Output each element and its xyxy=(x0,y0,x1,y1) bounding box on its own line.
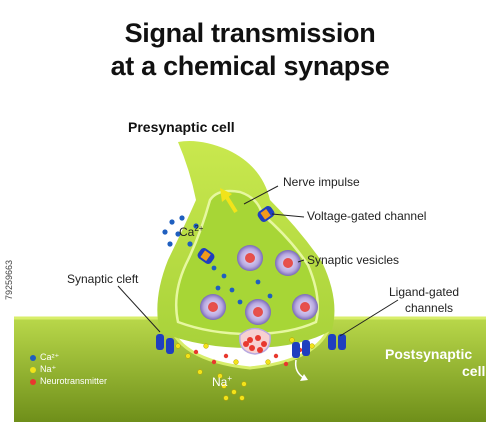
voltage-gated-channel-label: Voltage-gated channel xyxy=(307,209,427,223)
synaptic-vesicles xyxy=(200,245,318,325)
ca-ions-inside xyxy=(211,265,273,305)
postsynaptic-label-line1: Postsynaptic xyxy=(385,346,473,362)
nerve-impulse-arrowhead xyxy=(220,188,232,202)
diagram-title-line1: Signal transmission xyxy=(124,18,376,48)
postsynaptic-cell xyxy=(14,318,486,422)
legend-dot-ca xyxy=(30,354,36,361)
nerve-impulse-label: Nerve impulse xyxy=(283,175,360,189)
ca-ions-outside xyxy=(162,215,199,247)
ligand-gated-label-line1: Ligand-gated xyxy=(389,285,460,299)
leader-synaptic-vesicles xyxy=(297,259,305,263)
diagram-title-line2: at a chemical synapse xyxy=(110,51,390,81)
leader-voltage-gated xyxy=(271,213,305,218)
vesicle xyxy=(275,250,301,276)
leader-nerve-impulse xyxy=(243,185,279,205)
na-ions-postsynaptic xyxy=(221,381,247,401)
legend-dot-neurotransmitter xyxy=(30,378,36,385)
synaptic-cleft-label: Synaptic cleft xyxy=(67,272,139,286)
vesicle xyxy=(292,294,318,320)
legend-item-neurotransmitter: Neurotransmitter xyxy=(30,376,107,386)
legend-item-ca: Ca²⁺ xyxy=(30,352,59,363)
legend-dot-na xyxy=(30,366,36,373)
voltage-gated-channel-left xyxy=(197,248,215,264)
ligand-gated-channel xyxy=(292,340,310,358)
presynaptic-cell-label: Presynaptic cell xyxy=(128,119,235,135)
ligand-gated-channel xyxy=(156,334,174,354)
postsynaptic-label-line2: cell xyxy=(462,363,486,379)
synaptic-vesicles-label: Synaptic vesicles xyxy=(307,253,400,267)
leader-ligand-gated xyxy=(339,299,399,337)
ligand-gated-label-line2: channels xyxy=(405,301,454,315)
voltage-gated-channel-right xyxy=(257,206,275,222)
leader-synaptic-cleft xyxy=(117,285,161,333)
stock-id: 79259663 xyxy=(4,259,14,300)
na-ion-label: Na+ xyxy=(212,374,233,389)
vesicle xyxy=(200,294,226,320)
legend-item-na: Na⁺ xyxy=(30,364,56,375)
cleft-na-ions xyxy=(175,337,315,379)
vesicle xyxy=(245,299,271,325)
fusing-vesicle xyxy=(239,327,271,355)
vesicle xyxy=(237,245,263,271)
ligand-gated-channel xyxy=(328,334,346,350)
na-entry-arrowhead xyxy=(300,374,308,381)
nerve-impulse-arrow xyxy=(224,194,238,214)
ca-ion-label: Ca2+ xyxy=(179,224,204,239)
